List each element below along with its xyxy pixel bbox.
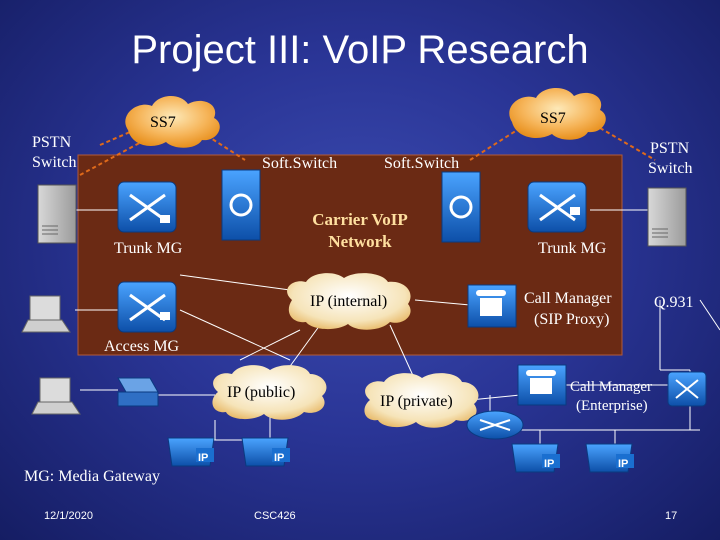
pstn-right-label-1: PSTN	[650, 140, 690, 157]
page-number: 17	[665, 510, 678, 522]
trunk-mg-right-label: Trunk MG	[538, 240, 607, 257]
ip-phone-3-icon	[511, 443, 560, 473]
ip-private-cloud	[364, 373, 479, 428]
ip-phone-3-badge: IP	[544, 458, 555, 470]
ip-phone-1-badge: IP	[198, 452, 209, 464]
ip-public-label: IP (public)	[227, 384, 296, 401]
trunk-mg-left-label: Trunk MG	[114, 240, 183, 257]
carrier-label-1: Carrier VoIP	[312, 210, 408, 229]
ip-phone-1-icon	[167, 437, 215, 467]
ip-internal-cloud	[287, 273, 411, 330]
ip-phone-2-icon	[241, 437, 290, 467]
ip-phone-4-badge: IP	[618, 458, 629, 470]
ss7-left-label: SS7	[150, 114, 176, 131]
access-mg-label: Access MG	[104, 338, 180, 355]
softswitch-right-label: Soft.Switch	[384, 155, 460, 172]
footer-date: 12/1/2020	[44, 510, 93, 522]
footer-course: CSC426	[254, 510, 296, 522]
ss7-cloud-left	[125, 95, 220, 148]
links	[60, 124, 720, 445]
access-mg-icon	[117, 281, 177, 333]
pstn-switch-left-icon	[37, 184, 77, 244]
carrier-label-2: Network	[328, 232, 392, 251]
softswitch-right-icon	[441, 171, 481, 243]
ip-phone-4-icon	[585, 443, 634, 473]
pstn-right-label-2: Switch	[648, 160, 693, 177]
pstn-left-label-1: PSTN	[32, 134, 72, 151]
softswitch-left-label: Soft.Switch	[262, 155, 338, 172]
call-manager-enterprise-label-2: (Enterprise)	[576, 398, 648, 414]
call-manager-enterprise-icon	[517, 364, 567, 406]
call-manager-enterprise-label-1: Call Manager	[570, 379, 653, 395]
access-device-icon	[117, 377, 159, 407]
call-manager-sip-label-2: (SIP Proxy)	[534, 311, 610, 328]
call-manager-sip-icon	[467, 284, 517, 328]
q931-label: Q.931	[654, 294, 694, 311]
phone-left-1-icon	[21, 295, 71, 333]
ip-phone-2-badge: IP	[274, 452, 285, 464]
call-manager-sip-label-1: Call Manager	[524, 290, 612, 307]
private-router-icon	[466, 410, 524, 440]
pstn-switch-right-icon	[647, 187, 687, 247]
trunk-mg-right-icon	[527, 181, 587, 233]
mg-legend-label: MG: Media Gateway	[24, 468, 160, 485]
pstn-left-label-2: Switch	[32, 154, 77, 171]
ip-internal-label: IP (internal)	[310, 293, 388, 310]
ss7-right-label: SS7	[540, 110, 566, 127]
ip-public-cloud	[212, 365, 327, 420]
ss7-cloud-right	[509, 87, 606, 140]
phone-left-2-icon	[31, 377, 81, 415]
ip-private-label: IP (private)	[380, 393, 453, 410]
trunk-mg-left-icon	[117, 181, 177, 233]
softswitch-left-icon	[221, 169, 261, 241]
slide-title: Project III: VoIP Research	[131, 28, 589, 72]
q931-router-icon	[667, 371, 707, 407]
